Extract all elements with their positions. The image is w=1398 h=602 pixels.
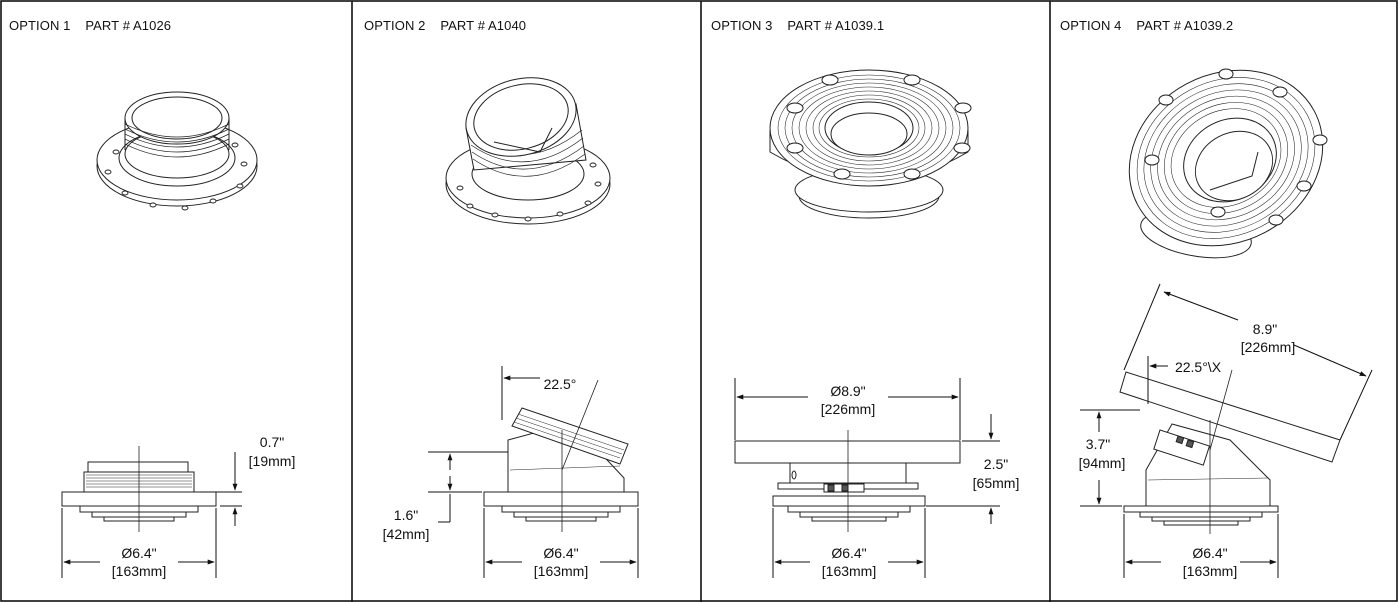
option-2-diameter-mm: [163mm] [534,563,588,579]
option-4-diameter-in: Ø6.4" [1192,545,1227,561]
option-2-iso-view [445,77,611,225]
caption-option-1: OPTION 1 PART # A1026 [9,18,171,33]
option-2-diameter-in: Ø6.4" [543,545,578,561]
caption-option-3: OPTION 3 PART # A1039.1 [711,18,884,33]
option-label: OPTION 4 [1060,18,1122,33]
option-2-side-view [483,379,639,532]
option-3-height-mm: [65mm] [973,475,1020,491]
option-3-side-view [734,430,961,532]
option-label: OPTION 2 [364,18,426,33]
option-4-height-in: 3.7" [1086,436,1110,452]
option-1-iso-view [96,91,258,211]
option-2-dimensions [428,366,639,578]
option-4-side-view [1119,369,1341,534]
option-3-flange-in: Ø8.9" [830,383,865,399]
option-1-dimensions [61,452,242,578]
part-number: PART # A1039.1 [787,18,885,33]
option-label: OPTION 3 [711,18,773,33]
option-4-dimensions [1080,283,1373,578]
option-3-iso-view [769,69,972,219]
part-number: PART # A1039.2 [1136,18,1234,33]
option-1-diameter-mm: [163mm] [112,563,166,579]
part-number: PART # A1040 [440,18,527,33]
caption-option-2: OPTION 2 PART # A1040 [364,18,526,33]
option-2-angle: 22.5° [544,376,577,392]
option-1-side-view [61,446,217,532]
option-3-diameter-in: Ø6.4" [831,545,866,561]
option-4-flange-mm: [226mm] [1241,339,1295,355]
option-3-height-in: 2.5" [984,456,1008,472]
option-4-flange-in: 8.9" [1253,321,1277,337]
option-4-height-mm: [94mm] [1079,455,1126,471]
option-1-height-mm: [19mm] [249,453,296,469]
option-1-height-in: 0.7" [260,434,284,450]
option-label: OPTION 1 [9,18,71,33]
option-3-diameter-mm: [163mm] [822,563,876,579]
caption-option-4: OPTION 4 PART # A1039.2 [1060,18,1233,33]
option-4-diameter-mm: [163mm] [1183,563,1237,579]
option-2-height-in: 1.6" [394,507,418,523]
option-2-height-mm: [42mm] [383,526,430,542]
option-4-angle: 22.5°\X [1175,359,1222,375]
option-1-diameter-in: Ø6.4" [121,545,156,561]
option-4-iso-view [1128,68,1328,259]
option-3-dimensions [734,378,1000,578]
part-number: PART # A1026 [85,18,172,33]
option-3-flange-mm: [226mm] [821,401,875,417]
